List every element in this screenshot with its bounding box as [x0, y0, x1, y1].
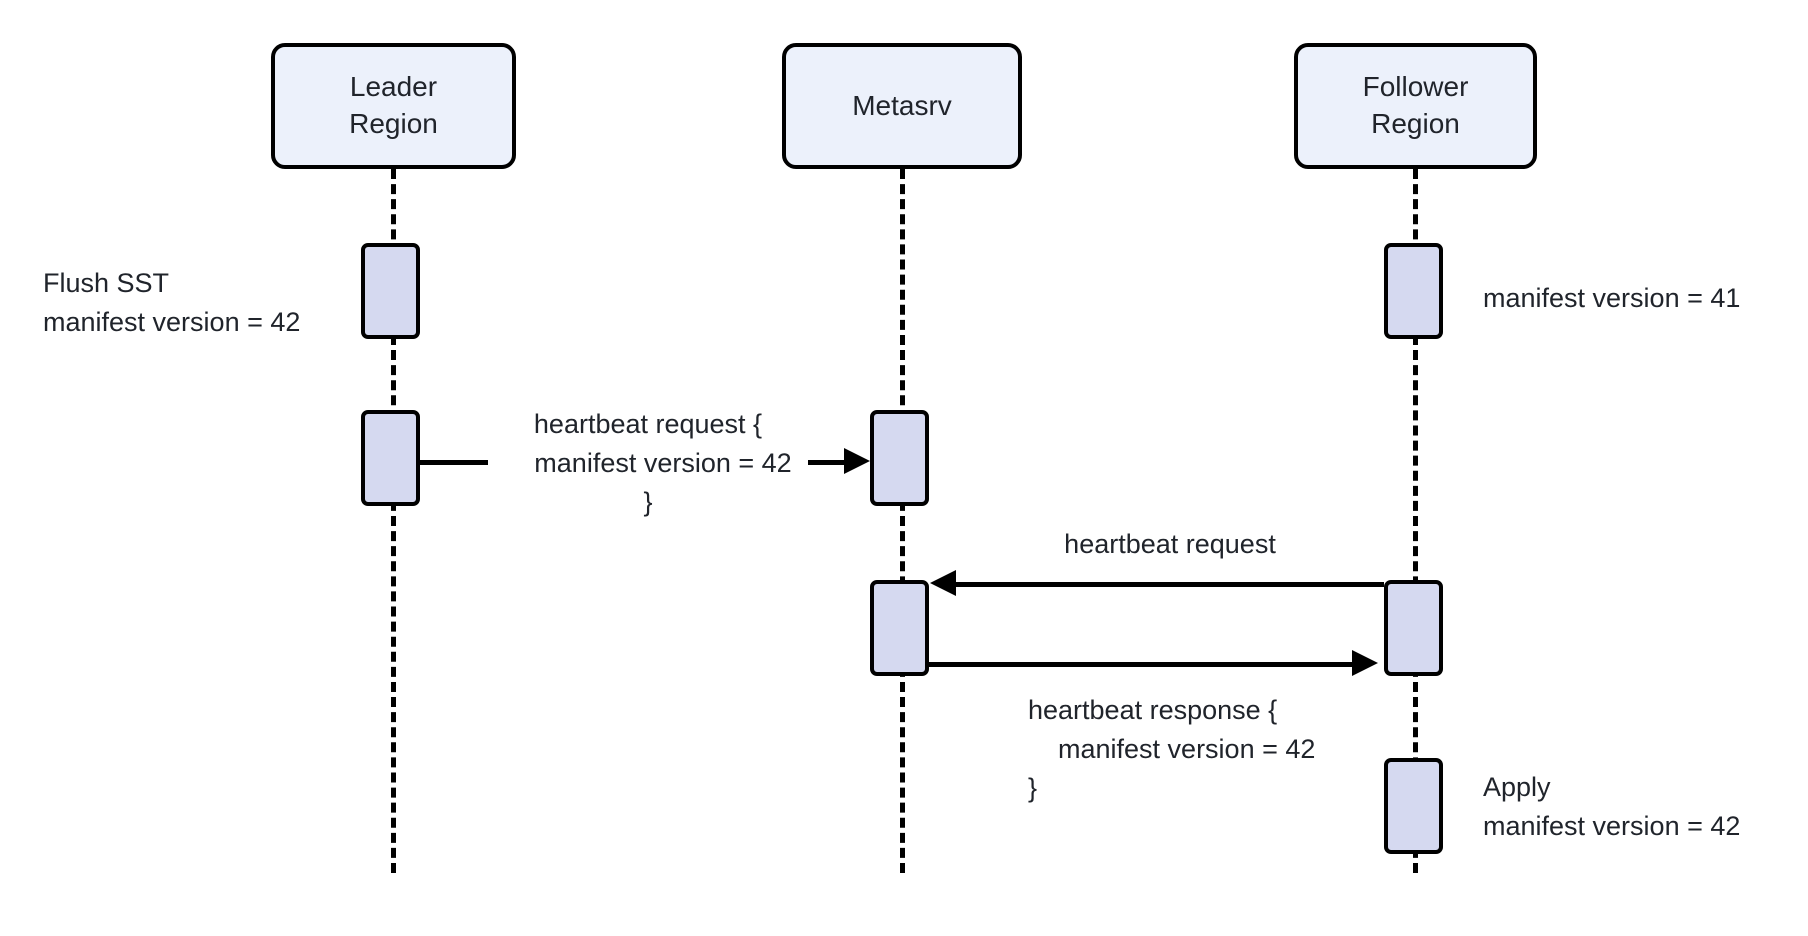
note-apply-manifest-version: Apply manifest version = 42: [1483, 772, 1741, 842]
message-line-leader-heartbeat-right: [808, 460, 846, 465]
activation-follower-heartbeat: [1384, 580, 1443, 676]
arrow-head-metasrv-heartbeat-response-icon: [1352, 650, 1378, 676]
participant-box-leader-region[interactable]: Leader Region: [271, 43, 516, 169]
message-line-leader-heartbeat-left: [420, 460, 488, 465]
participant-box-metasrv[interactable]: Metasrv: [782, 43, 1022, 169]
lifeline-metasrv: [900, 169, 905, 873]
message-label-follower-heartbeat-request: heartbeat request: [1064, 529, 1276, 559]
arrow-head-leader-heartbeat-icon: [844, 448, 870, 474]
arrow-head-follower-heartbeat-icon: [930, 570, 956, 596]
activation-follower-initial: [1384, 243, 1443, 339]
message-label-metasrv-heartbeat-response: heartbeat response { manifest version = …: [1028, 695, 1316, 804]
message-line-metasrv-heartbeat-response: [929, 662, 1354, 667]
message-label-leader-heartbeat-request: heartbeat request { manifest version = 4…: [533, 409, 792, 518]
note-follower-manifest-version: manifest version = 41: [1483, 283, 1741, 313]
participant-box-follower-region[interactable]: Follower Region: [1294, 43, 1537, 169]
activation-metasrv-receive-leader: [870, 410, 929, 506]
lifeline-leader-region: [391, 169, 396, 873]
lifeline-follower-region: [1413, 169, 1418, 873]
note-flush-sst: Flush SST manifest version = 42: [43, 268, 301, 338]
activation-metasrv-follower-exchange: [870, 580, 929, 676]
message-line-follower-heartbeat: [956, 582, 1384, 587]
activation-leader-flush: [361, 243, 420, 339]
activation-leader-heartbeat: [361, 410, 420, 506]
activation-follower-apply: [1384, 758, 1443, 854]
